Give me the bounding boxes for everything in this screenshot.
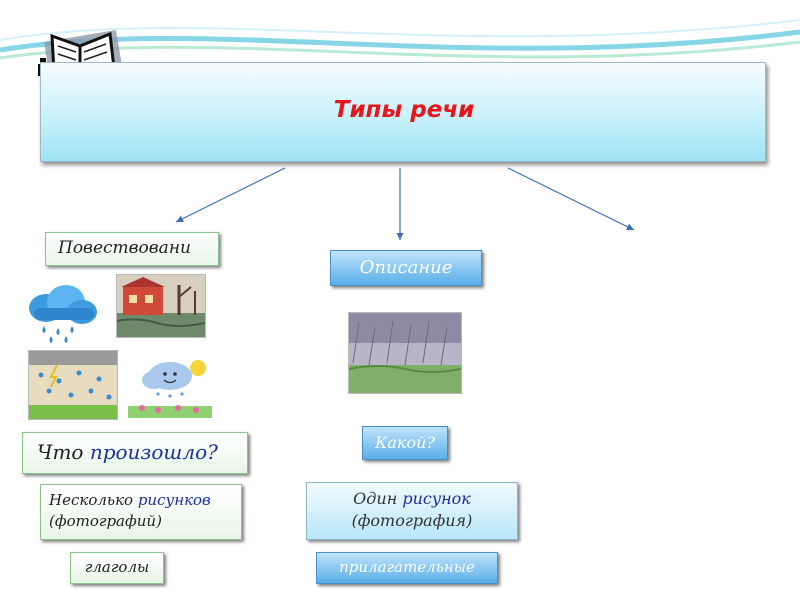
description-pictures-prefix: Один — [353, 489, 403, 508]
narration-heading-box: Повествовани — [45, 232, 219, 266]
narration-question-prefix: Что — [37, 440, 90, 464]
narration-question-box: Что произошло? — [22, 432, 248, 474]
rain-landscape-drawing — [348, 312, 462, 394]
description-pos-label: прилагательные — [339, 558, 475, 576]
autumn-house-drawing — [116, 274, 206, 338]
narration-pos-box: глаголы — [70, 552, 164, 584]
description-pictures-line2: (фотография) — [351, 511, 473, 530]
rain-field-drawing — [28, 350, 118, 420]
description-pictures-highlight: рисунок — [402, 489, 471, 508]
narration-question-highlight: произошло? — [89, 440, 218, 464]
description-heading: Описание — [359, 257, 453, 278]
rain-cloud-icon — [29, 285, 97, 343]
narration-pictures-line2: (фотографий) — [49, 512, 162, 530]
narration-pictures-prefix: Несколько — [49, 491, 138, 509]
arrows — [175, 167, 635, 240]
title-box: Типы речи — [40, 62, 766, 162]
description-pos-box: прилагательные — [316, 552, 498, 584]
narration-pos-label: глаголы — [84, 558, 150, 576]
narration-heading: Повествовани — [58, 238, 191, 258]
narration-pictures-highlight: рисунков — [137, 491, 211, 509]
smiling-cloud-drawing — [128, 354, 212, 418]
description-pictures-box: Один рисунок (фотография) — [306, 482, 518, 540]
description-question: Какой? — [375, 433, 435, 452]
description-question-box: Какой? — [362, 426, 448, 460]
description-heading-box: Описание — [330, 250, 482, 286]
page-title: Типы речи — [333, 97, 475, 123]
narration-pictures-box: Несколько рисунков (фотографий) — [40, 484, 242, 540]
